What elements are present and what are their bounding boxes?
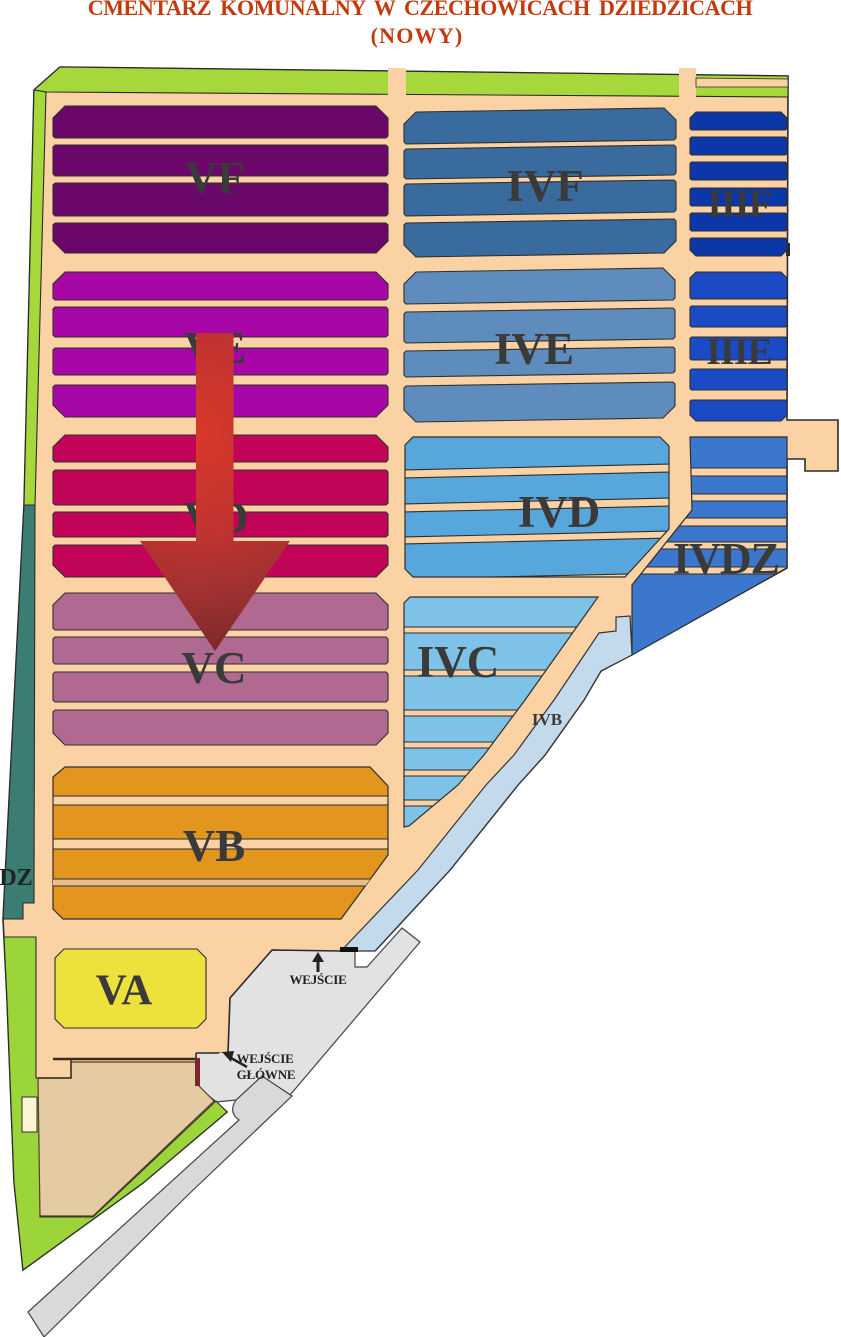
svg-text:DZ: DZ (0, 865, 33, 891)
svg-text:IVDZ: IVDZ (673, 534, 779, 583)
svg-text:VC: VC (182, 643, 247, 693)
svg-text:WEJŚCIE: WEJŚCIE (289, 972, 346, 987)
svg-text:IVC: IVC (417, 637, 500, 687)
svg-text:WEJŚCIE: WEJŚCIE (236, 1051, 293, 1066)
svg-text:(NOWY): (NOWY) (371, 23, 464, 48)
svg-text:GŁÓWNE: GŁÓWNE (237, 1067, 296, 1082)
svg-text:VB: VB (183, 821, 246, 871)
svg-text:VF: VF (185, 153, 245, 203)
svg-text:IIIE: IIIE (706, 331, 772, 373)
svg-text:CMENTARZ KOMUNALNY W CZECHOWIC: CMENTARZ KOMUNALNY W CZECHOWICACH DZIEDZ… (88, 0, 753, 20)
svg-text:IVE: IVE (494, 324, 574, 374)
svg-text:IIIF: IIIF (707, 183, 771, 225)
svg-text:VA: VA (96, 967, 153, 1014)
svg-text:IVB: IVB (532, 710, 562, 729)
svg-text:IVD: IVD (518, 487, 601, 537)
svg-text:IVF: IVF (506, 161, 584, 211)
